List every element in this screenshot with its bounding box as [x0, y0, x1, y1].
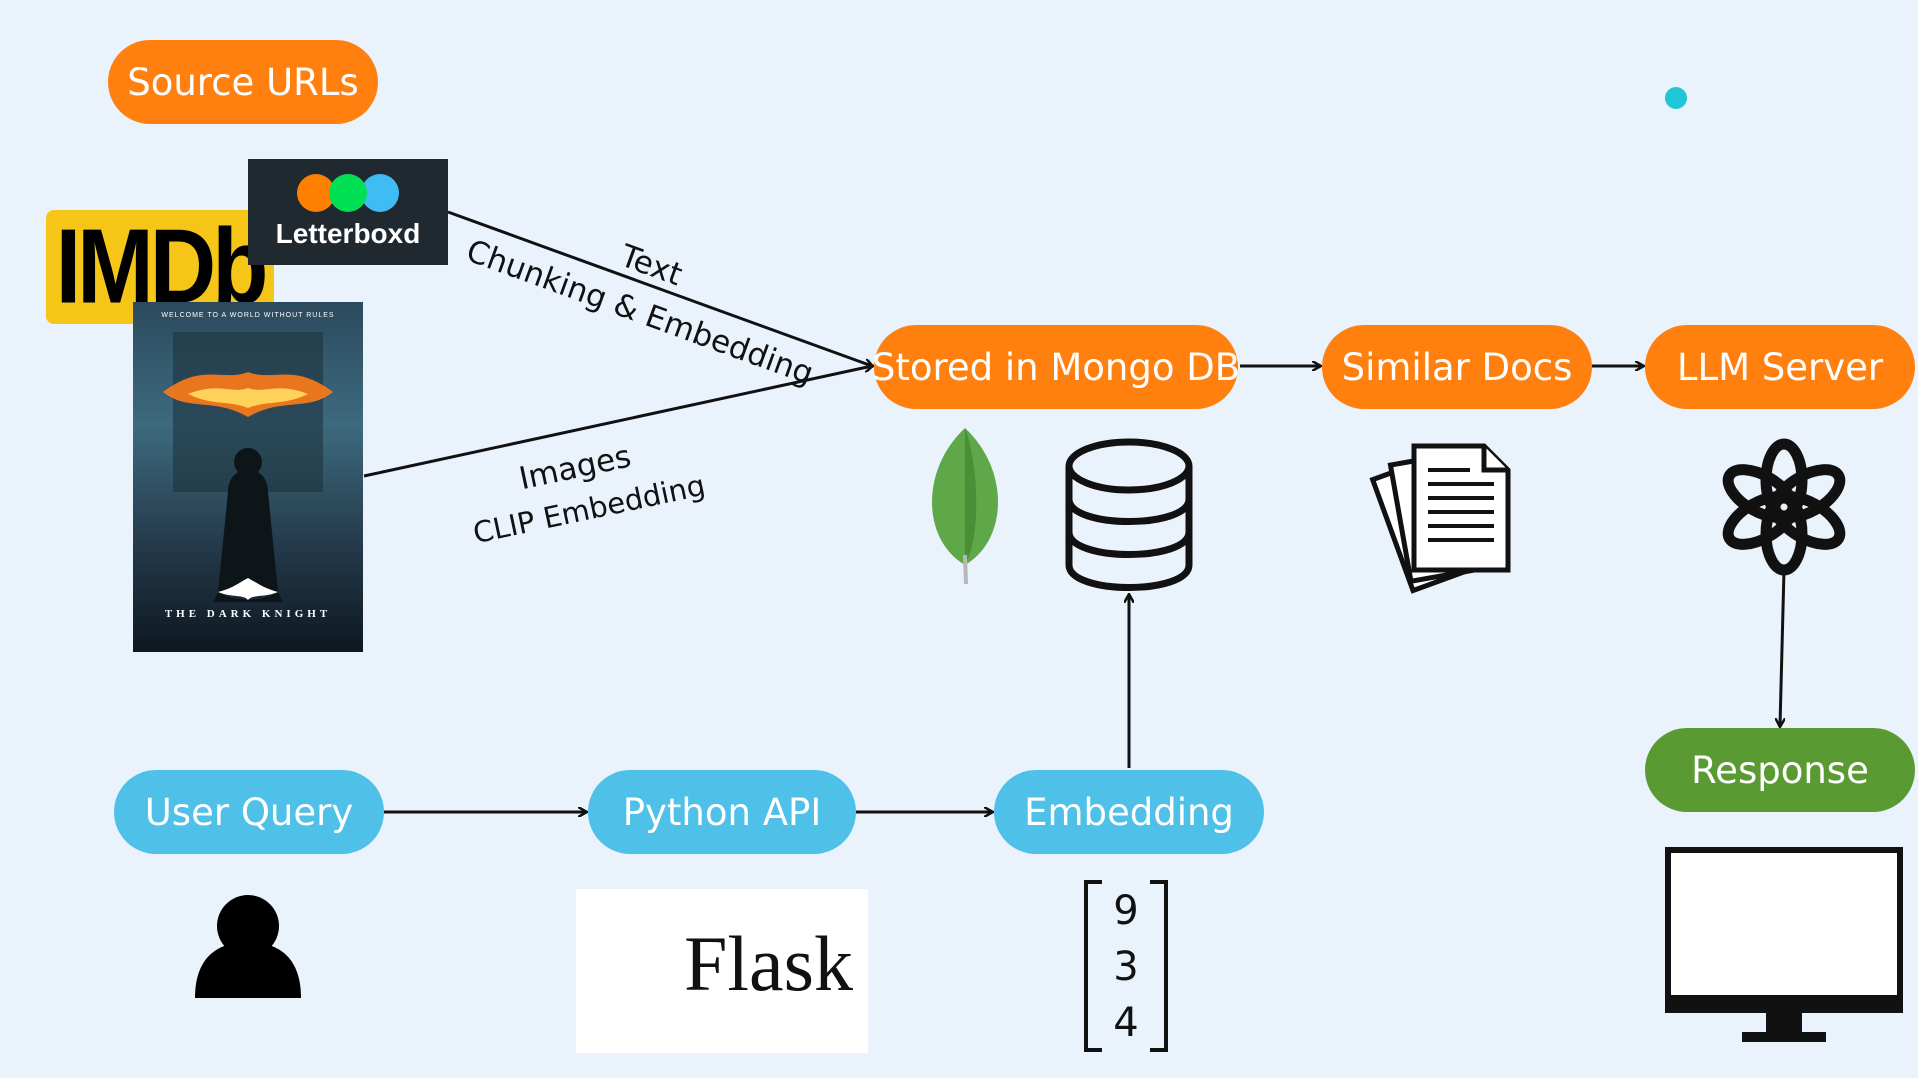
flask-logo: Flask: [576, 889, 868, 1053]
user-query-node: User Query: [114, 770, 384, 854]
vector-value: 4: [1113, 1000, 1139, 1046]
mongodb-leaf-icon: [931, 428, 999, 585]
similar-docs-node: Similar Docs: [1322, 325, 1592, 409]
embedding-vector: 9 3 4: [1084, 880, 1168, 1052]
stored-mongo-node: Stored in Mongo DB: [872, 325, 1240, 409]
edge-text-to-mongo: [447, 210, 872, 366]
movie-poster: WELCOME TO A WORLD WITHOUT RULES THE DAR…: [133, 302, 363, 652]
edge-openai-to-response: [1780, 569, 1786, 726]
llm-server-node: LLM Server: [1645, 325, 1915, 409]
response-node: Response: [1645, 728, 1915, 812]
documents-icon: [1369, 443, 1511, 594]
accent-dot: [1665, 87, 1687, 109]
database-icon: [1065, 438, 1193, 591]
python-api-node: Python API: [588, 770, 856, 854]
source-urls-node: Source URLs: [108, 40, 378, 124]
embedding-node: Embedding: [994, 770, 1264, 854]
vector-value: 9: [1113, 888, 1139, 934]
letterboxd-logo: Letterboxd: [248, 159, 448, 265]
edge-images-to-mongo: [363, 366, 872, 478]
monitor-icon: [1665, 847, 1903, 1042]
openai-icon: [1722, 438, 1846, 576]
user-icon: [195, 895, 301, 998]
vector-value: 3: [1113, 944, 1139, 990]
